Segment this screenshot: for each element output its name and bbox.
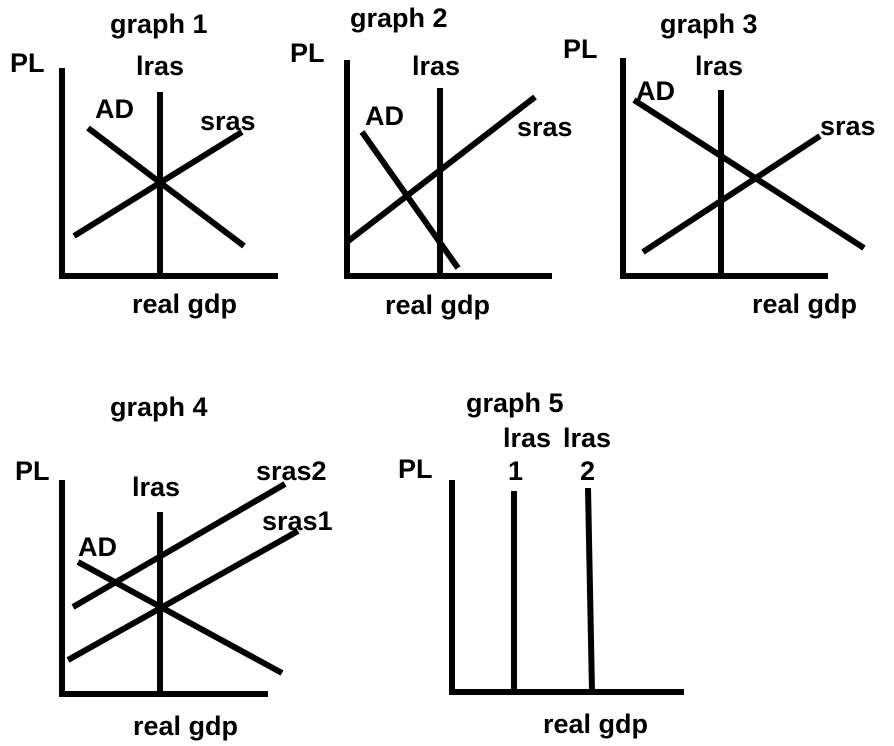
graph-5-y-axis-label: PL bbox=[398, 454, 433, 484]
graph-2-y-axis-label: PL bbox=[290, 38, 325, 68]
graph-2-ad-curve bbox=[359, 130, 461, 270]
graph-2-title: graph 2 bbox=[350, 3, 448, 33]
graph-5: graph 5 PL real gdp lras 1 lras 2 bbox=[398, 388, 684, 739]
graph-2-lras-label: lras bbox=[412, 51, 460, 81]
graph-4-sras2-label: sras2 bbox=[256, 456, 327, 486]
graph-4-sras2-curve bbox=[71, 481, 287, 610]
graph-2-sras-label: sras bbox=[517, 112, 573, 142]
graph-1-lras-label: lras bbox=[136, 51, 184, 81]
graph-3-title: graph 3 bbox=[660, 9, 758, 39]
graph-4-title: graph 4 bbox=[110, 392, 208, 422]
graph-5-title: graph 5 bbox=[466, 388, 564, 418]
graph-3-lras-label: lras bbox=[695, 51, 743, 81]
graph-5-lras2-label-top: lras bbox=[563, 423, 611, 453]
graph-2-x-axis-label: real gdp bbox=[385, 290, 490, 320]
graph-1-title: graph 1 bbox=[110, 9, 208, 39]
graph-1-sras-curve bbox=[72, 129, 244, 239]
graph-2-ad-label: AD bbox=[365, 101, 404, 131]
graph-3-ad-label: AD bbox=[636, 76, 675, 106]
graph-1-ad-curve bbox=[86, 125, 246, 249]
graph-3-y-axis-label: PL bbox=[563, 34, 598, 64]
graph-1-ad-label: AD bbox=[95, 94, 134, 124]
graph-3-ad-curve bbox=[632, 97, 866, 251]
graph-1-y-axis-label: PL bbox=[10, 48, 45, 78]
graph-3: graph 3 PL real gdp lras AD sras bbox=[563, 9, 876, 319]
graph-3-sras-curve bbox=[641, 133, 822, 255]
graph-1: graph 1 PL real gdp lras AD sras bbox=[10, 9, 278, 319]
graph-3-sras-label: sras bbox=[820, 111, 876, 141]
graph-5-lras2-label-bottom: 2 bbox=[580, 456, 595, 486]
graph-5-lras1-label-bottom: 1 bbox=[508, 456, 523, 486]
graph-2-sras-curve bbox=[345, 94, 537, 245]
graph-4-y-axis-label: PL bbox=[15, 456, 50, 486]
graph-1-sras-label: sras bbox=[200, 106, 256, 136]
graph-5-lras2-curve bbox=[585, 487, 595, 693]
graph-3-x-axis-label: real gdp bbox=[752, 289, 857, 319]
graph-4-sras1-curve bbox=[66, 528, 300, 663]
graph-4-ad-label: AD bbox=[78, 532, 117, 562]
graph-4-lras-label: lras bbox=[132, 472, 180, 502]
graph-4-ad-curve bbox=[76, 559, 284, 676]
graph-4-x-axis-label: real gdp bbox=[133, 711, 238, 741]
graph-4: graph 4 PL real gdp lras AD sras2 sras1 bbox=[15, 392, 333, 741]
graph-5-lras1-label-top: lras bbox=[503, 423, 551, 453]
graph-2: graph 2 PL real gdp lras AD sras bbox=[290, 3, 573, 320]
graph-5-x-axis-label: real gdp bbox=[543, 709, 648, 739]
graph-1-x-axis-label: real gdp bbox=[132, 289, 237, 319]
